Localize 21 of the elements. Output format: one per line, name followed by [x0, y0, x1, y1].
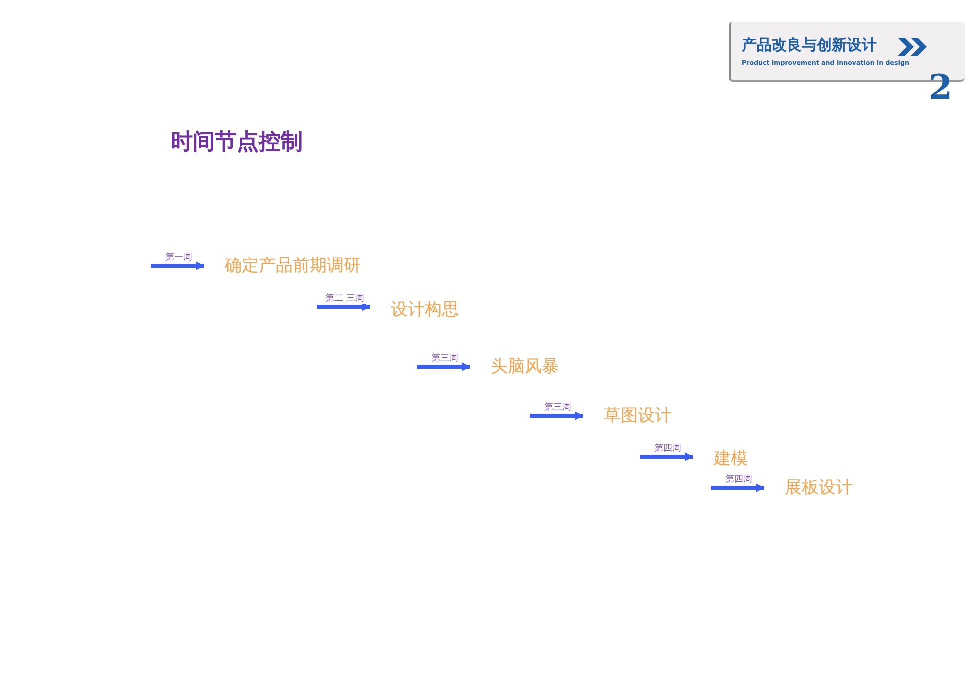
task-label: 建模 [700, 448, 748, 470]
arrow [151, 262, 205, 270]
banner-heading: 产品改良与创新设计 [742, 36, 877, 54]
arrow [640, 452, 694, 462]
task-label: 头脑风暴 [477, 356, 559, 378]
task-label: 设计构思 [377, 299, 459, 321]
page-title: 时间节点控制 [171, 129, 303, 157]
edge-label: 第二 三周 [324, 294, 366, 304]
task-label: 确定产品前期调研 [211, 255, 361, 277]
arrow [317, 302, 371, 312]
arrow [530, 412, 584, 420]
arrow [711, 484, 765, 492]
edge-label: 第四周 [724, 475, 754, 485]
arrow [417, 362, 471, 372]
edge-label: 第三周 [544, 403, 572, 413]
edge-label: 第三周 [430, 354, 460, 364]
task-label: 草图设计 [590, 405, 672, 427]
edge-label: 第一周 [164, 253, 194, 263]
edge-label: 第四周 [654, 444, 682, 454]
task-label: 展板设计 [771, 477, 853, 499]
page-number: 2 [929, 70, 953, 106]
